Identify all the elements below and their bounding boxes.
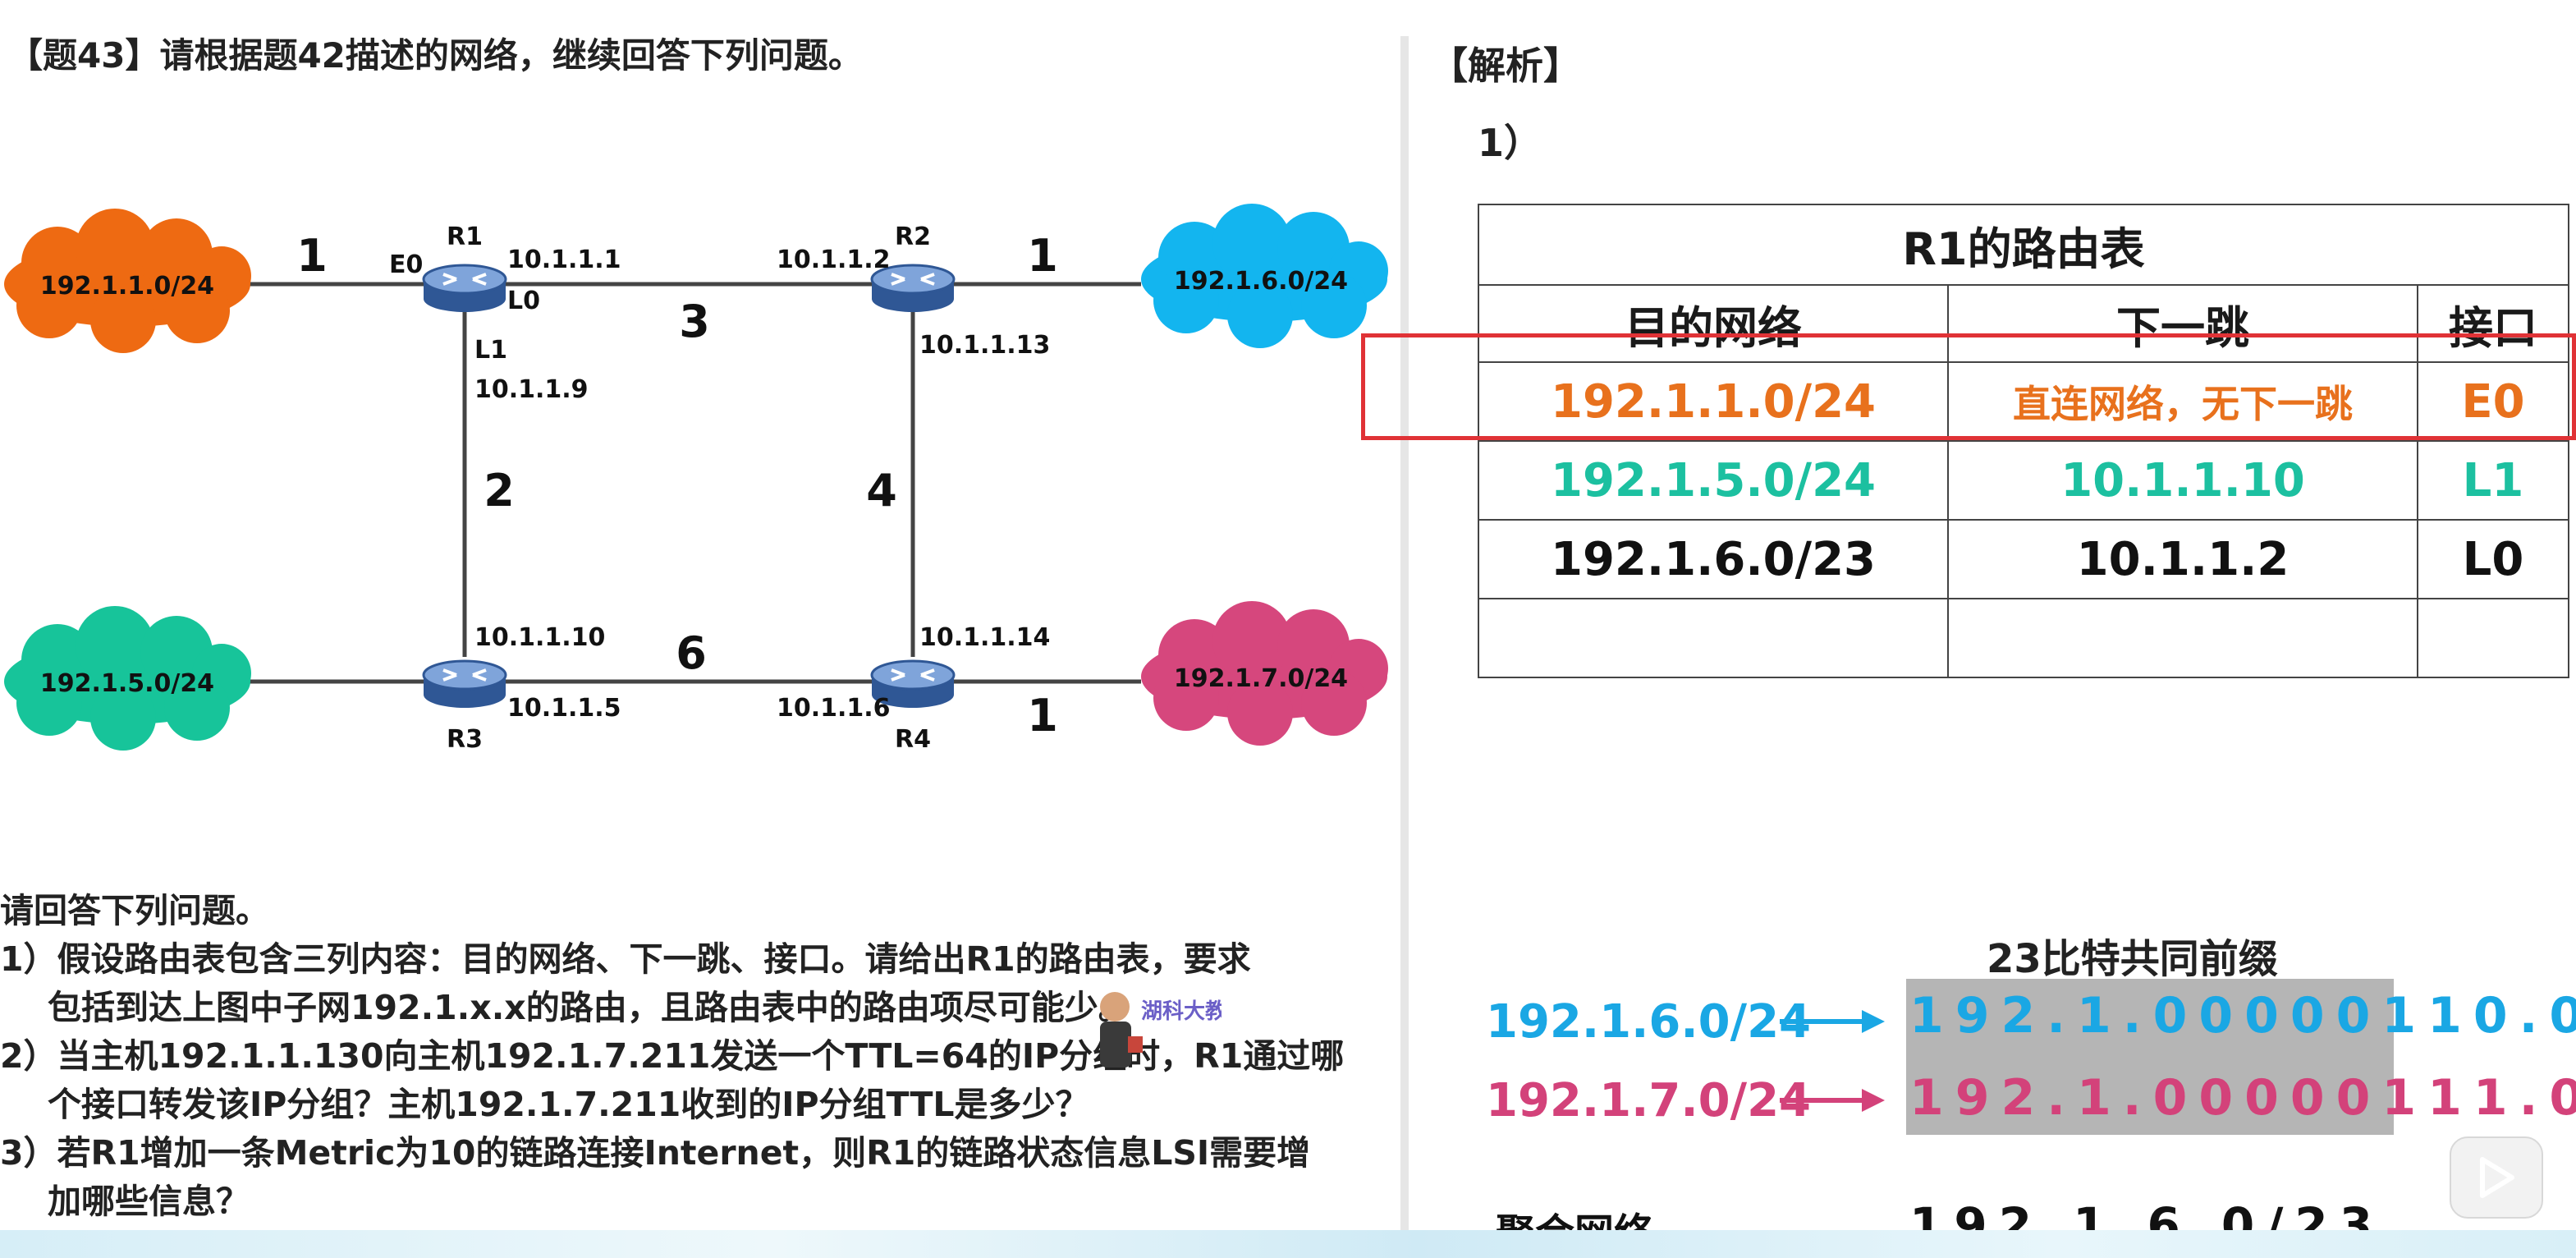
network-b-binary: 192.1.00000111.0 — [1909, 1069, 2576, 1127]
cost-n1-r1: 1 — [296, 230, 328, 282]
row-1-next-hop: 直连网络，无下一跳 — [1947, 361, 2418, 442]
video-play-button[interactable] — [2450, 1136, 2543, 1219]
r1-l0-label: L0 — [507, 287, 540, 315]
row-2-dest: 192.1.5.0/24 — [1478, 440, 1949, 521]
network-a-label: 192.1.6.0/24 — [1486, 995, 1811, 1049]
cost-r1-r3: 2 — [484, 465, 515, 517]
r4-north-ip: 10.1.1.14 — [919, 623, 1050, 652]
row-3-interface: L0 — [2417, 519, 2569, 599]
table-row: 192.1.1.0/24 直连网络，无下一跳 E0 — [1478, 361, 2569, 442]
router-r4-label: R4 — [895, 725, 931, 754]
question-3-line-1: 3）若R1增加一条Metric为10的链路连接Internet，则R1的链路状态… — [0, 1133, 1311, 1173]
router-r3-label: R3 — [447, 725, 483, 754]
question-title: 【题43】请根据题42描述的网络，继续回答下列问题。 — [8, 35, 863, 76]
cost-r1-r2: 3 — [679, 296, 710, 347]
router-r2-label: R2 — [895, 223, 931, 251]
cost-r3-r4: 6 — [676, 627, 707, 679]
row-2-next-hop: 10.1.1.10 — [1947, 440, 2418, 521]
network-b-label: 192.1.7.0/24 — [1486, 1074, 1811, 1127]
row-3-dest: 192.1.6.0/23 — [1478, 519, 1949, 599]
cloud-n7: 192.1.7.0/24 — [1141, 601, 1388, 746]
network-a-binary-suffix: 0.0 — [2473, 987, 2576, 1045]
r2-south-ip: 10.1.1.13 — [919, 331, 1050, 360]
cloud-n1: 192.1.1.0/24 — [4, 209, 251, 353]
r3-north-ip: 10.1.1.10 — [474, 623, 605, 652]
routing-table-caption: R1的路由表 — [1478, 204, 2569, 286]
common-prefix-highlight — [1906, 979, 2394, 1135]
router-r3-icon — [422, 659, 507, 708]
question-list: 请回答下列问题。 1）假设路由表包含三列内容：目的网络、下一跳、接口。请给出R1… — [0, 887, 1379, 1226]
table-header-dest: 目的网络 — [1478, 284, 1949, 363]
row-2-interface: L1 — [2417, 440, 2569, 521]
cloud-n6-label: 192.1.6.0/24 — [1174, 267, 1348, 296]
table-row: 192.1.6.0/23 10.1.1.2 L0 — [1478, 519, 2569, 599]
cloud-n7-label: 192.1.7.0/24 — [1174, 664, 1348, 693]
network-diagram: 192.1.1.0/24 192.1.6.0/24 192.1.5.0/24 1… — [4, 204, 1388, 754]
row-1-interface: E0 — [2417, 361, 2569, 442]
r1-l0-ip: 10.1.1.1 — [507, 246, 621, 274]
panel-divider — [1400, 36, 1409, 1243]
r4-west-ip: 10.1.1.6 — [777, 694, 891, 723]
table-row: 192.1.5.0/24 10.1.1.10 L1 — [1478, 440, 2569, 521]
cloud-n1-label: 192.1.1.0/24 — [40, 272, 214, 301]
arrow-a-icon — [1780, 1010, 1885, 1033]
router-r1-icon — [422, 264, 507, 312]
router-r1-label: R1 — [447, 223, 483, 251]
cloud-n5-label: 192.1.5.0/24 — [40, 669, 214, 698]
question-2-line-2: 个接口转发该IP分组？主机192.1.7.211收到的IP分组TTL是多少？ — [48, 1085, 1089, 1124]
router-r4-icon — [870, 659, 956, 708]
prefix-title: 23比特共同前缀 — [1987, 936, 2278, 982]
watermark-text: 湖科大教书匠 — [1141, 999, 1222, 1024]
r1-l1-label: L1 — [474, 336, 507, 365]
network-a-binary-prefix: 192.1.0000011 — [1909, 987, 2473, 1045]
row-3-next-hop: 10.1.1.2 — [1947, 519, 2418, 599]
network-b-binary-prefix: 192.1.0000011 — [1909, 1069, 2473, 1127]
network-b-binary-suffix: 1.0 — [2473, 1069, 2576, 1127]
r2-west-ip: 10.1.1.2 — [777, 246, 891, 274]
r1-e0-label: E0 — [389, 250, 423, 279]
cloud-n5: 192.1.5.0/24 — [4, 606, 251, 751]
question-1-line-2: 包括到达上图中子网192.1.x.x的路由，且路由表中的路由项尽可能少。 — [48, 988, 1132, 1027]
cost-r2-r4: 4 — [866, 465, 897, 517]
arrow-b-icon — [1780, 1089, 1885, 1112]
analysis-step-1: 1） — [1478, 121, 1542, 165]
r1-l1-ip: 10.1.1.9 — [474, 375, 589, 404]
row-1-dest: 192.1.1.0/24 — [1478, 361, 1949, 442]
row-highlight-box — [1361, 333, 2576, 440]
table-row-empty — [1478, 598, 2569, 678]
cost-r2-n6: 1 — [1027, 230, 1058, 282]
cost-r4-n7: 1 — [1027, 690, 1058, 741]
question-1-line-1: 1）假设路由表包含三列内容：目的网络、下一跳、接口。请给出R1的路由表，要求 — [0, 939, 1251, 979]
cloud-n6: 192.1.6.0/24 — [1141, 204, 1388, 348]
analysis-header: 【解析】 — [1430, 44, 1581, 88]
question-3-line-2: 加哪些信息？ — [48, 1182, 250, 1221]
r1-routing-table: R1的路由表 目的网络 下一跳 接口 192.1.1.0/24 直连网络，无下一… — [1478, 204, 2569, 678]
play-icon — [2480, 1157, 2514, 1198]
router-r2-icon — [870, 264, 956, 312]
network-a-binary: 192.1.00000110.0 — [1909, 987, 2576, 1045]
question-intro: 请回答下列问题。 — [0, 891, 269, 930]
r3-east-ip: 10.1.1.5 — [507, 694, 621, 723]
video-caption-strip — [0, 1230, 2576, 1258]
table-header-interface: 接口 — [2417, 284, 2569, 363]
presenter-watermark: 湖科大教书匠 — [1100, 992, 1222, 1067]
table-header-next-hop: 下一跳 — [1947, 284, 2418, 363]
